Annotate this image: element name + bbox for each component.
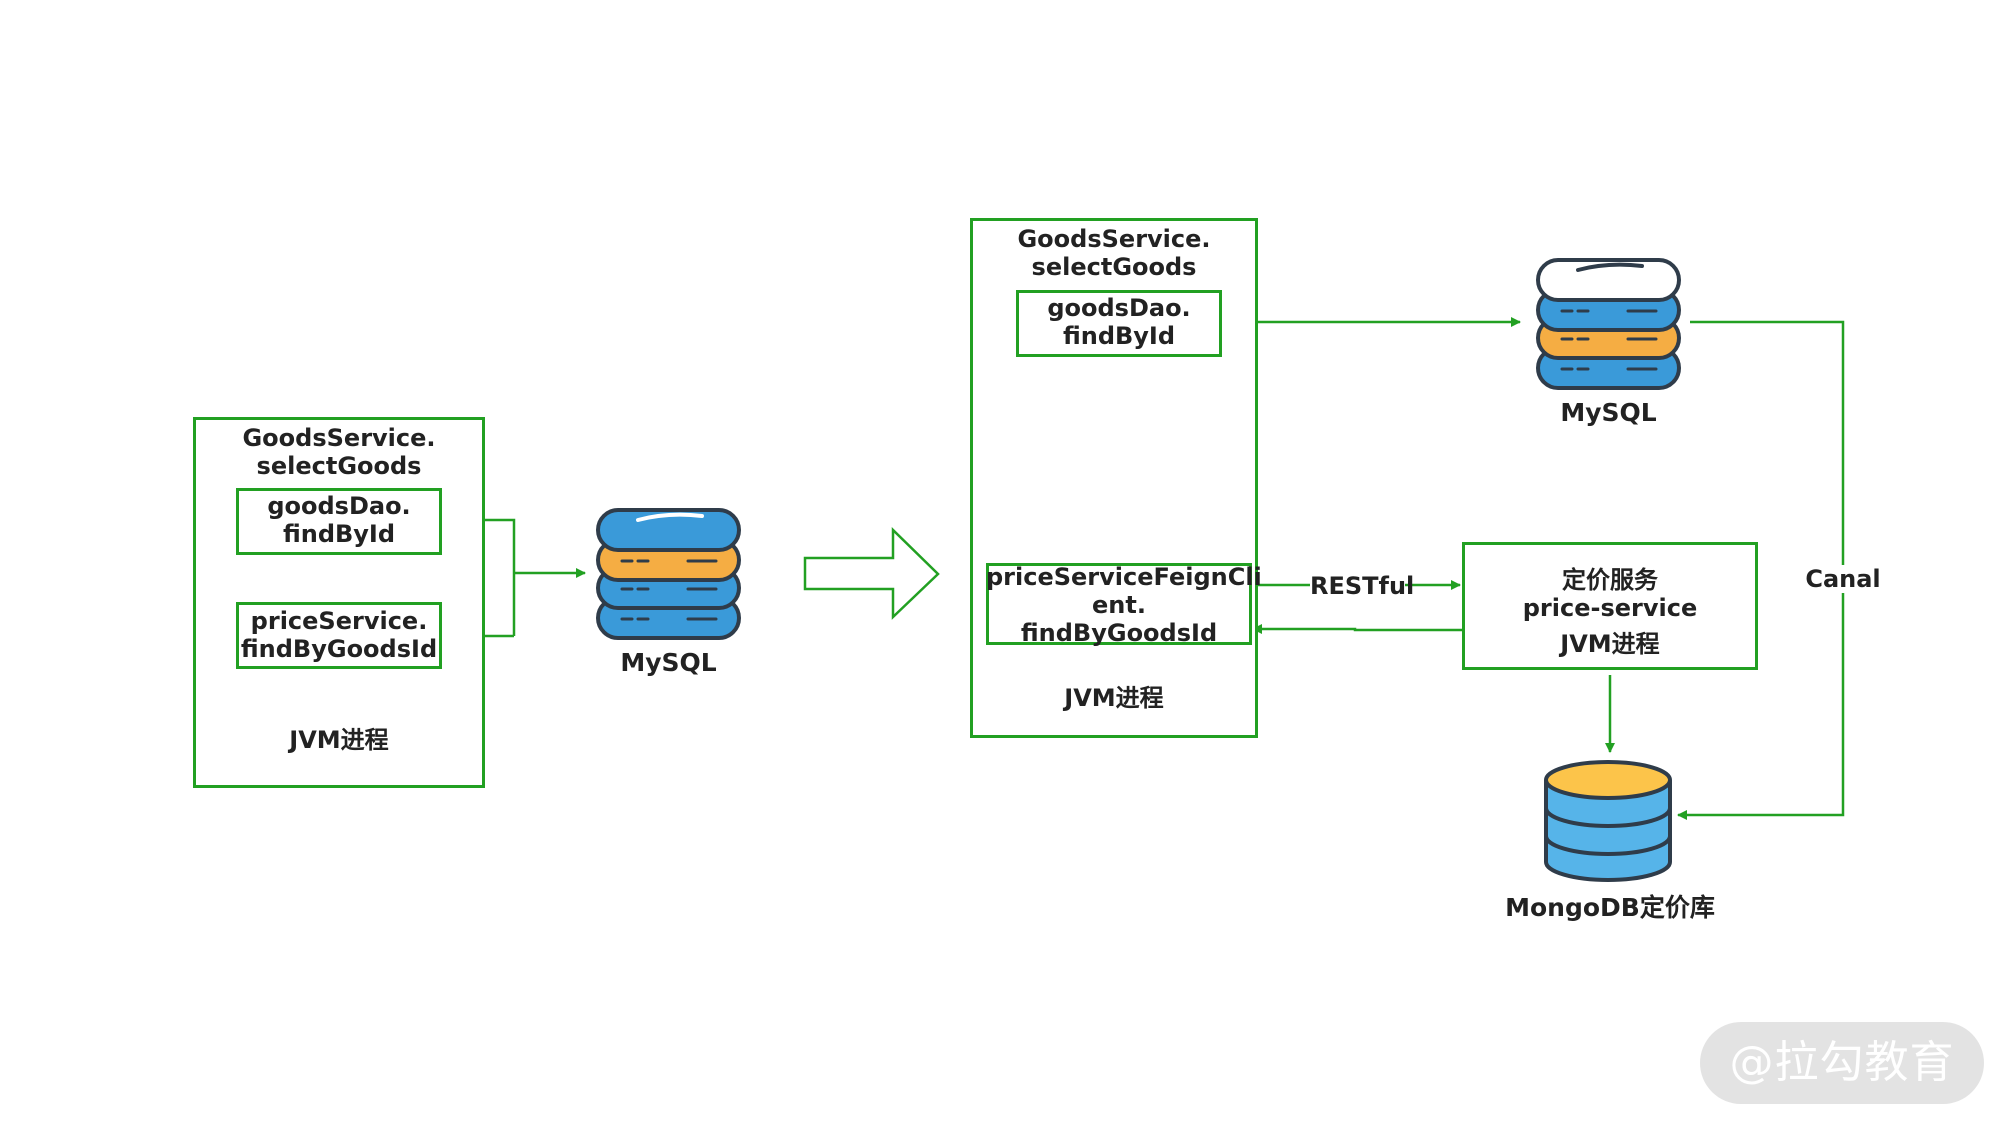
left-priceservice-box	[236, 602, 442, 669]
mongodb-db-icon	[1544, 760, 1672, 882]
right-goodsdao-box	[1016, 290, 1222, 357]
mysql-db-icon-right	[1536, 258, 1681, 390]
left-service-title: GoodsService. selectGoods	[242, 424, 436, 480]
mongodb-label: MongoDB定价库	[1505, 893, 1715, 922]
left-goodsdao-box	[236, 488, 442, 555]
edge-priceservice-to-feign	[1252, 624, 1462, 634]
watermark-badge: @拉勾教育	[1700, 1022, 1984, 1104]
feign-client-box	[986, 563, 1252, 645]
feign-client-label: priceServiceFeignCli ent. findByGoodsId	[986, 563, 1262, 647]
right-goodsdao-label: goodsDao. findById	[1047, 294, 1191, 350]
transition-arrow	[803, 527, 940, 620]
price-service-box	[1462, 542, 1758, 670]
right-process-label: JVM进程	[1064, 684, 1164, 712]
mysql-db-icon-left	[596, 508, 741, 640]
left-mysql-label: MySQL	[620, 648, 717, 677]
restful-label: RESTful	[1310, 572, 1415, 600]
right-service-title: GoodsService. selectGoods	[1017, 225, 1211, 281]
left-process-label: JVM进程	[289, 726, 389, 754]
price-service-label: 定价服务 price-service JVM进程	[1522, 566, 1698, 658]
left-priceservice-label: priceService. findByGoodsId	[240, 607, 438, 663]
canal-label: Canal	[1803, 565, 1883, 593]
left-goodsdao-label: goodsDao. findById	[267, 492, 411, 548]
right-mysql-label: MySQL	[1560, 398, 1657, 427]
